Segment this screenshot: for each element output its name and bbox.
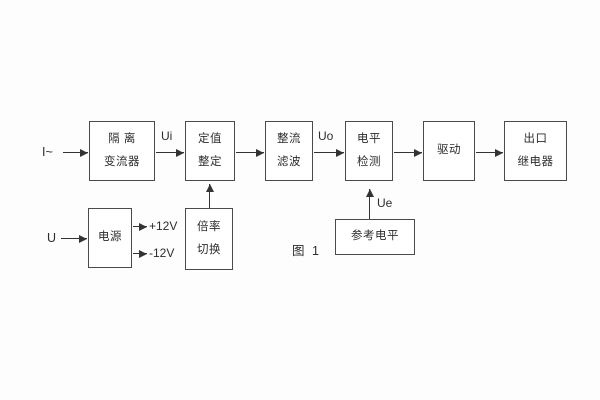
block-label-line: 电源 [98,231,122,244]
arrow-input-current-to-isolation [63,149,88,157]
arrow-reference-level-ue [366,189,374,219]
block-label-line: 变流器 [104,155,140,168]
block-setting-adjust: 定值 整定 [185,121,235,181]
block-label-line: 驱动 [437,144,461,157]
block-label-line: 继电器 [517,155,554,168]
block-driver: 驱动 [423,121,475,181]
block-power-supply: 电源 [88,208,132,268]
block-label-line: 整流 [277,133,301,146]
figure-caption: 图 1 [292,244,321,258]
arrow-power-plus12v [133,223,147,231]
block-label-line: 切换 [197,243,221,256]
arrow-power-minus12v [133,250,147,258]
arrow-setting-to-rectifier [236,149,264,157]
arrow-level-detector-to-driver [394,149,422,157]
block-label-line: 隔 离 [108,133,136,146]
arrow-driver-to-output-relay [476,149,503,157]
block-output-relay: 出口 继电器 [504,121,567,181]
block-label-line: 定值 [198,133,222,146]
signal-label-input-voltage: U [47,231,57,245]
block-label-line: 滤波 [277,155,301,168]
signal-label-ue: Ue [377,196,393,210]
signal-label-input-current: I~ [42,145,53,159]
signal-label-plus12v: +12V [149,219,178,233]
block-ratio-switch: 倍率 切换 [185,208,233,270]
block-label-line: 参考电平 [351,230,399,243]
block-label-line: 倍率 [197,221,221,234]
arrow-isolation-to-setting [156,149,184,157]
block-level-detector: 电平 检测 [345,121,393,181]
block-label-line: 检测 [357,155,381,168]
arrow-input-voltage-to-power [61,235,87,243]
block-reference-level: 参考电平 [335,219,415,255]
block-label-line: 出口 [523,133,548,146]
block-isolation-transformer: 隔 离 变流器 [89,121,155,181]
block-label-line: 整定 [198,155,222,168]
arrow-rectifier-to-level-detector [314,149,344,157]
block-label-line: 电平 [357,133,381,146]
block-rectifier-filter: 整流 滤波 [265,121,313,181]
signal-label-uo: Uo [318,129,334,143]
arrow-ratio-switch-to-setting [206,184,214,208]
signal-label-ui: Ui [161,129,173,143]
signal-label-minus12v: -12V [149,246,175,260]
